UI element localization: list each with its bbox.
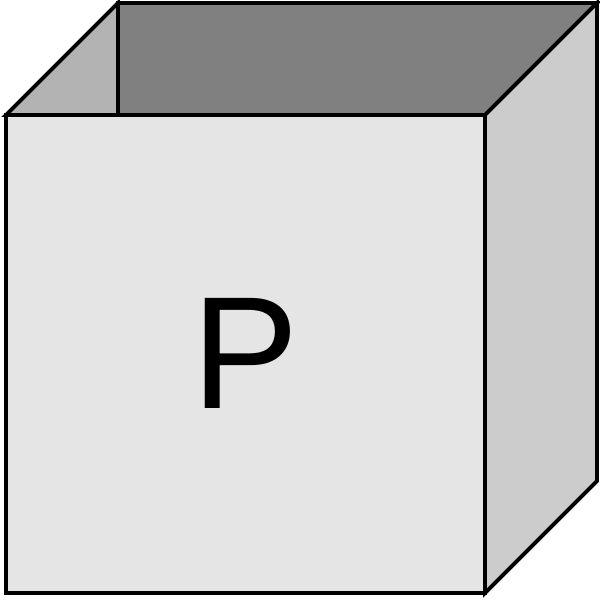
front-face: [4, 113, 487, 595]
left-inner-face: [1, 0, 120, 117]
face-label: P: [192, 263, 299, 442]
